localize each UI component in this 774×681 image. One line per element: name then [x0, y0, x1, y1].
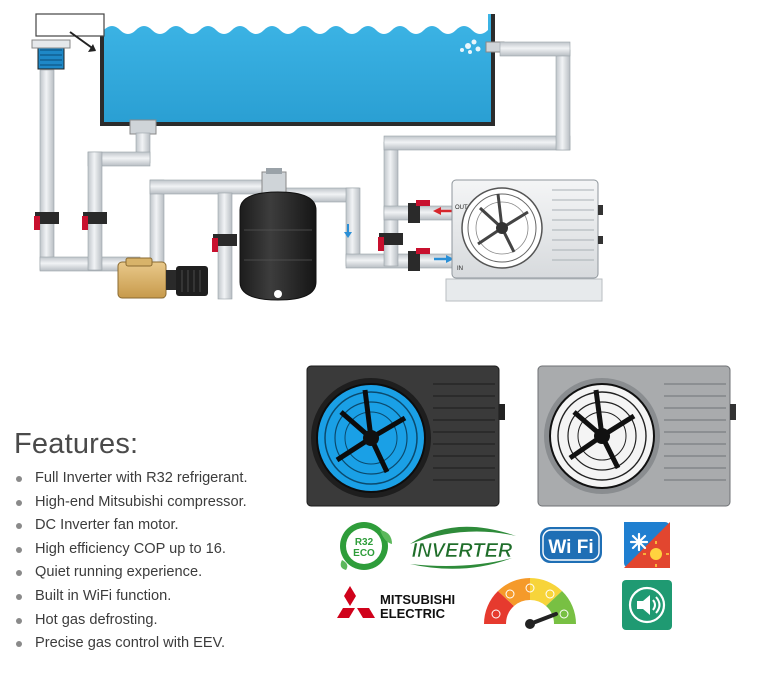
- feature-text: Full Inverter with R32 refrigerant.: [35, 470, 248, 486]
- feature-text: Precise gas control with EEV.: [35, 635, 226, 652]
- feature-text: Hot gas defrosting.: [35, 611, 158, 628]
- bullet-icon: [16, 641, 22, 648]
- sand-filter: [239, 168, 317, 301]
- inverter-text: INVERTER: [412, 540, 513, 562]
- feature-item: Precise gas control with EEV.: [14, 632, 304, 656]
- feature-text: High efficiency COP up to 16.: [35, 540, 226, 557]
- feature-text: Quiet running experience.: [35, 564, 203, 581]
- skimmer: [31, 39, 71, 70]
- feature-text: High-end Mitsubishi compressor.: [35, 493, 247, 510]
- r32-text: R32: [355, 537, 374, 548]
- heat-pump-grey-model: [537, 365, 736, 507]
- feature-item: Quiet running experience.: [14, 561, 304, 585]
- skimmer-flow-arrow: [69, 31, 96, 51]
- efficiency-gauge-icon: [484, 578, 576, 629]
- wifi-badge: Wi Fi: [540, 527, 602, 563]
- water-surface: [104, 14, 488, 34]
- swimming-pool: [35, 13, 495, 126]
- circulation-pump: [117, 257, 208, 299]
- feature-item: Hot gas defrosting.: [14, 609, 304, 633]
- bullet-icon: [16, 570, 22, 577]
- valve-outlet: [408, 200, 430, 223]
- valve-bypass: [378, 233, 403, 251]
- r32-eco-badge: R32 ECO: [340, 522, 392, 570]
- heat-pump-unit: OUT IN: [445, 179, 603, 302]
- mitsubishi-text: MITSUBISHI: [380, 592, 455, 607]
- valve-drain: [82, 212, 107, 230]
- feature-item: High-end Mitsubishi compressor.: [14, 491, 304, 515]
- wifi-text: Wi Fi: [548, 537, 593, 558]
- valve-filter: [212, 234, 237, 252]
- valve-inlet: [408, 248, 430, 271]
- features-list: Full Inverter with R32 refrigerant. High…: [14, 467, 304, 656]
- bullet-icon: [16, 593, 22, 600]
- valve-skimmer: [34, 212, 59, 230]
- feature-item: Built in WiFi function.: [14, 585, 304, 609]
- main-drain: [129, 119, 157, 135]
- feature-text: Built in WiFi function.: [35, 587, 172, 604]
- bullet-icon: [16, 523, 22, 530]
- inverter-badge: INVERTER: [410, 526, 516, 569]
- heat-pump-dark-model: [306, 365, 505, 507]
- quiet-operation-icon: [622, 580, 672, 630]
- features-section: Features: Full Inverter with R32 refrige…: [14, 428, 304, 656]
- heat-cool-mode-icon: [624, 522, 670, 568]
- inlet-label: IN: [457, 266, 463, 272]
- valves: [34, 200, 430, 271]
- three-diamonds-icon: [337, 586, 375, 618]
- feature-text: DC Inverter fan motor.: [35, 517, 179, 534]
- features-title: Features:: [14, 428, 139, 460]
- feature-item: Full Inverter with R32 refrigerant.: [14, 467, 304, 491]
- bullet-icon: [16, 617, 22, 624]
- return-jet: [460, 39, 505, 54]
- bullet-icon: [16, 499, 22, 506]
- outlet-label: OUT: [455, 205, 468, 211]
- feature-item: High efficiency COP up to 16.: [14, 538, 304, 562]
- electric-text: ELECTRIC: [380, 606, 446, 621]
- feature-item: DC Inverter fan motor.: [14, 514, 304, 538]
- pool-heat-pump-installation-diagram: OUT IN: [31, 13, 603, 302]
- bullet-icon: [16, 476, 22, 482]
- eco-text: ECO: [353, 548, 375, 559]
- bullet-icon: [16, 546, 22, 553]
- mitsubishi-electric-logo: MITSUBISHI ELECTRIC: [337, 586, 455, 621]
